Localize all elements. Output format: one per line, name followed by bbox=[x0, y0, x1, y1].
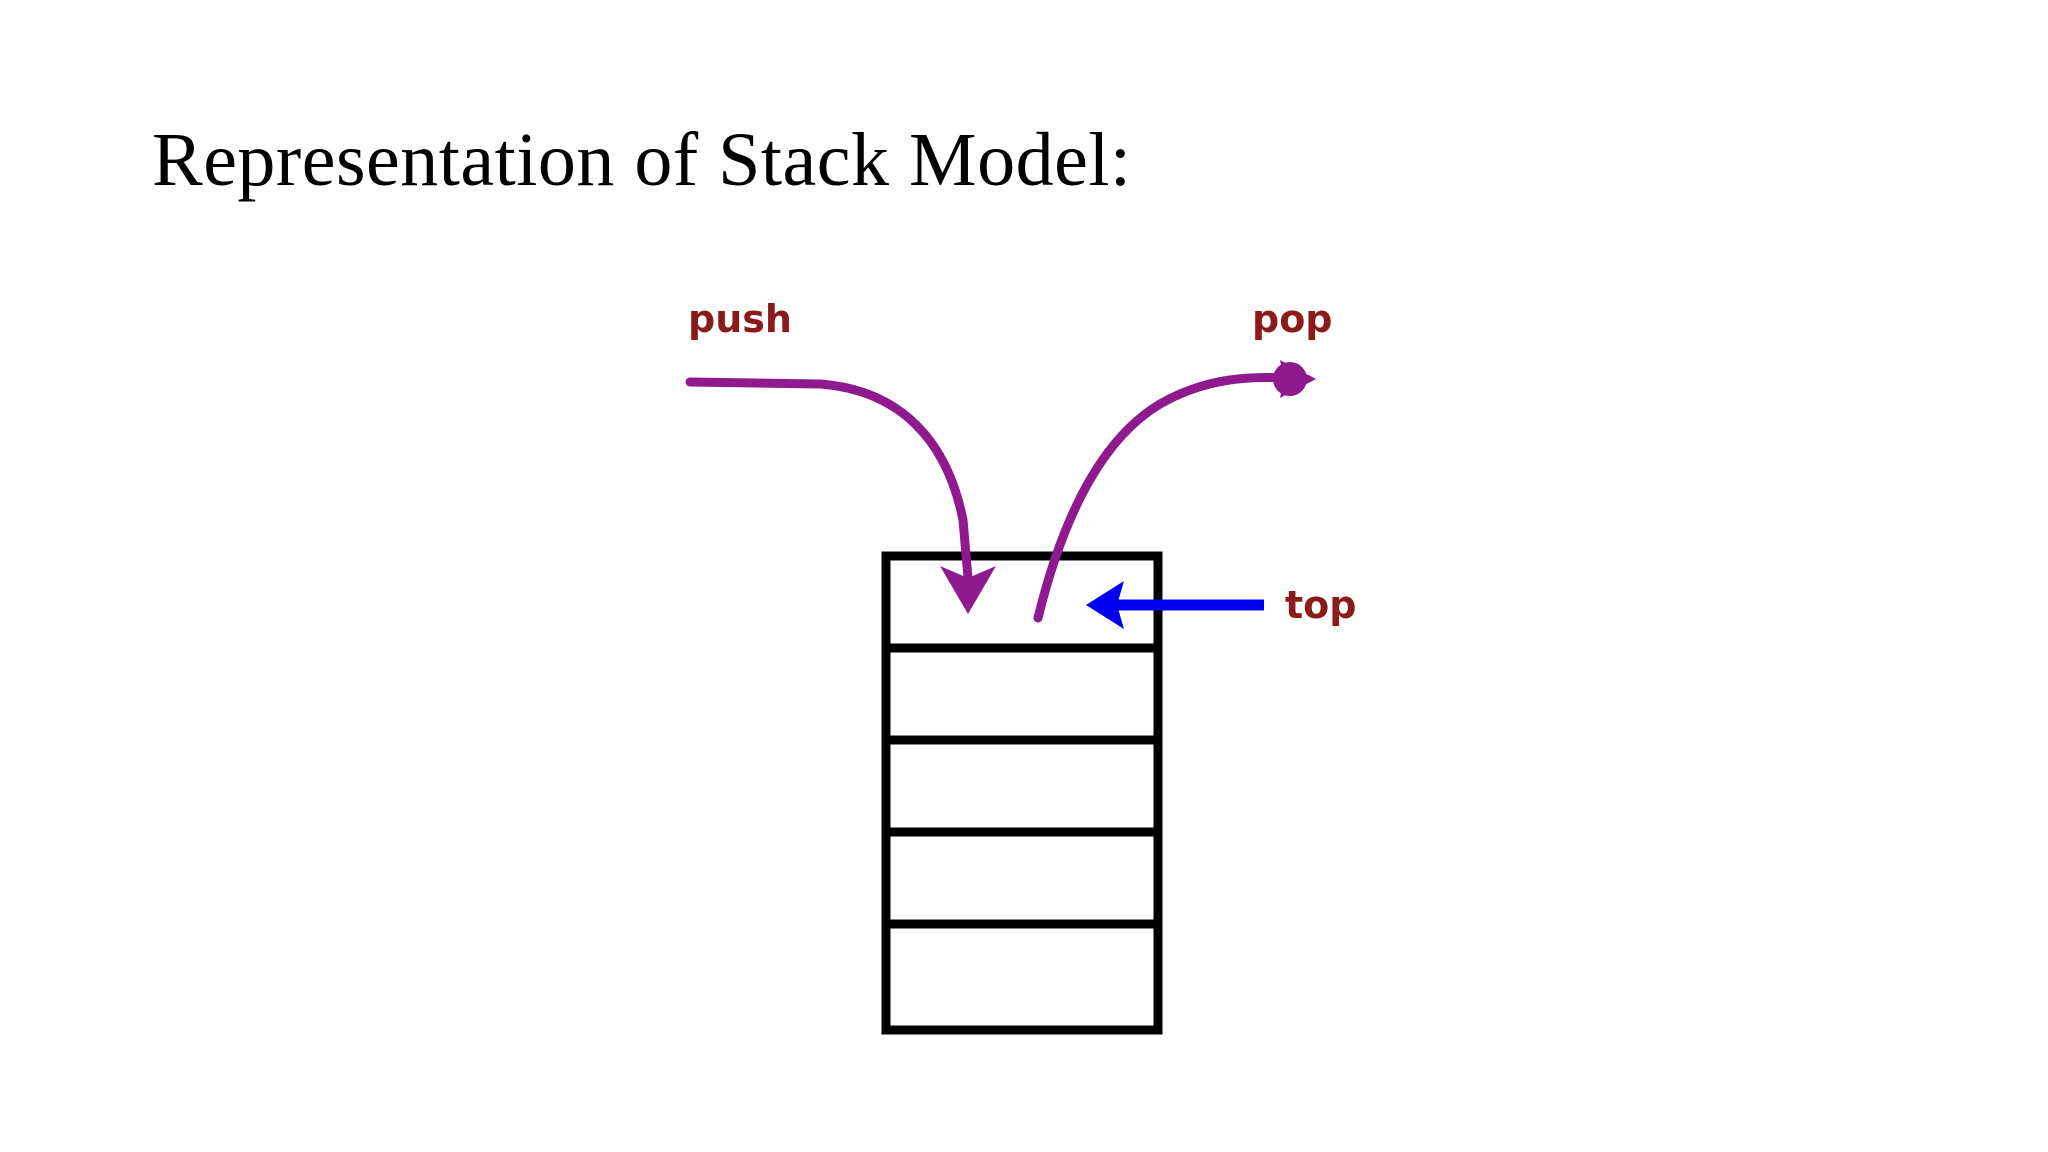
pop-arrow-head bbox=[1280, 360, 1316, 398]
push-arrow-head bbox=[940, 566, 996, 614]
pop-arrow bbox=[1033, 360, 1316, 623]
pop-label: pop bbox=[1252, 297, 1333, 341]
top-pointer-arrow bbox=[1086, 581, 1264, 629]
pop-arrow-curve bbox=[1033, 372, 1291, 623]
push-arrow-curve bbox=[685, 377, 973, 583]
push-arrow bbox=[685, 377, 996, 614]
stack-cell-bottom bbox=[881, 919, 1163, 1035]
push-label: push bbox=[688, 297, 792, 341]
stack-cell bbox=[881, 643, 1163, 745]
pop-arrow-head-blob bbox=[1273, 362, 1307, 396]
stack-cell bbox=[881, 827, 1163, 929]
top-label: top bbox=[1285, 583, 1357, 627]
page-title: Representation of Stack Model: bbox=[152, 118, 1132, 202]
top-pointer-head bbox=[1086, 581, 1124, 629]
stack-cell bbox=[881, 735, 1163, 837]
stack-cell-top bbox=[881, 551, 1163, 653]
stack-container bbox=[881, 551, 1163, 1035]
